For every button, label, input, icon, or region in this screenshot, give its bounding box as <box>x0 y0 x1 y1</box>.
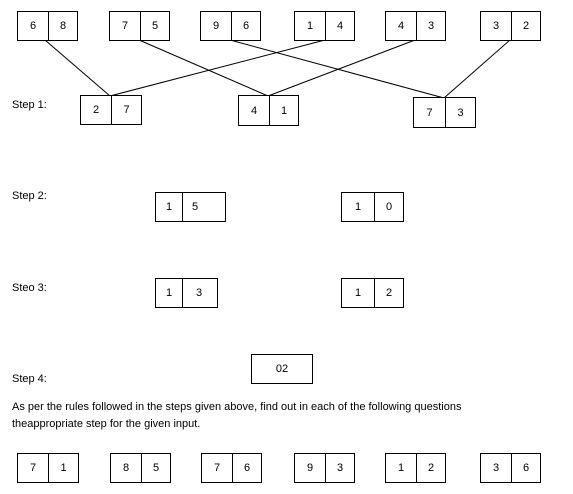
connector-line <box>44 39 111 97</box>
box-divider <box>140 12 141 40</box>
box-divider <box>325 12 326 40</box>
instructions-line-2: theappropriate step for the given input. <box>12 418 201 430</box>
step3-box: 1 2 <box>341 278 404 308</box>
step2-box: 1 0 <box>341 192 404 222</box>
digit-left: 7 <box>426 106 433 119</box>
box-divider <box>511 454 512 482</box>
digit-left: 1 <box>354 201 362 213</box>
digit-left: 7 <box>213 462 221 474</box>
digit-right: 1 <box>280 104 288 117</box>
digit-right: 3 <box>195 287 203 299</box>
digit-right: 3 <box>336 462 344 474</box>
digit-right: 6 <box>522 462 530 474</box>
digit-right: 2 <box>385 287 393 299</box>
step4-label: Step 4: <box>12 373 47 385</box>
box-divider <box>445 98 446 127</box>
box-divider <box>416 12 417 40</box>
question-box: 7 6 <box>201 453 262 483</box>
digit-left: 3 <box>492 462 500 474</box>
step3-label: Steo 3: <box>12 282 47 294</box>
box-divider <box>231 12 232 40</box>
digit-right: 4 <box>336 20 344 32</box>
box-divider <box>111 96 112 124</box>
box-divider <box>141 454 142 482</box>
digit-right: 2 <box>522 20 530 32</box>
digit-left: 3 <box>492 20 500 32</box>
question-box: 7 1 <box>17 453 79 483</box>
digit-left: 7 <box>121 20 129 32</box>
digit-left: 8 <box>122 462 130 474</box>
box-divider <box>416 454 417 482</box>
digit-left: 1 <box>165 287 173 299</box>
connector-line <box>443 39 511 99</box>
digit-left: 9 <box>306 462 314 474</box>
input-box: 9 6 <box>200 11 261 41</box>
input-box: 1 4 <box>294 11 355 41</box>
step2-label: Step 2: <box>12 190 47 202</box>
digit-left: 7 <box>29 462 37 474</box>
step1-box: 4 1 <box>238 95 299 126</box>
question-box: 1 2 <box>385 453 446 483</box>
box-divider <box>182 279 183 307</box>
box-divider <box>182 193 183 221</box>
step2-box: 1 5 <box>155 192 226 222</box>
box-divider <box>374 193 375 221</box>
digit-right: 3 <box>427 20 435 32</box>
question-box: 9 3 <box>294 453 355 483</box>
digit-left: 6 <box>29 20 37 32</box>
box-divider <box>511 12 512 40</box>
digit-right: 6 <box>243 462 251 474</box>
input-box: 6 8 <box>17 11 78 41</box>
digit-right: 8 <box>59 20 67 32</box>
step4-value: 02 <box>275 363 289 375</box>
digit-right: 3 <box>457 106 464 119</box>
digit-right: 0 <box>385 201 393 213</box>
step1-box: 7 3 <box>413 97 476 128</box>
input-box: 4 3 <box>385 11 446 41</box>
box-divider <box>48 12 49 40</box>
digit-left: 1 <box>397 462 405 474</box>
step3-box: 1 3 <box>155 278 218 308</box>
connector-line <box>109 39 326 97</box>
input-box: 3 2 <box>480 11 541 41</box>
step1-label: Step 1: <box>12 99 47 111</box>
digit-left: 4 <box>250 104 258 117</box>
step1-box: 2 7 <box>80 95 142 125</box>
box-divider <box>48 454 49 482</box>
box-divider <box>374 279 375 307</box>
digit-right: 7 <box>123 104 130 116</box>
input-box: 7 5 <box>109 11 170 41</box>
digit-right: 6 <box>242 20 250 32</box>
instructions-line-1: As per the rules followed in the steps g… <box>12 401 462 413</box>
digit-left: 1 <box>165 201 173 213</box>
digit-left: 1 <box>306 20 314 32</box>
question-box: 8 5 <box>110 453 171 483</box>
connector-line <box>267 39 416 97</box>
digit-right: 2 <box>427 462 435 474</box>
connector-line <box>138 39 269 97</box>
digit-left: 9 <box>212 20 220 32</box>
digit-left: 2 <box>92 104 100 116</box>
question-box: 3 6 <box>480 453 541 483</box>
digit-left: 4 <box>397 20 405 32</box>
digit-right: 1 <box>60 462 67 474</box>
step4-box: 02 <box>251 354 313 384</box>
box-divider <box>232 454 233 482</box>
box-divider <box>325 454 326 482</box>
digit-right: 5 <box>191 201 199 213</box>
digit-left: 1 <box>354 287 362 299</box>
digit-right: 5 <box>151 20 159 32</box>
box-divider <box>269 96 270 125</box>
connector-line <box>229 39 445 99</box>
digit-right: 5 <box>152 462 160 474</box>
